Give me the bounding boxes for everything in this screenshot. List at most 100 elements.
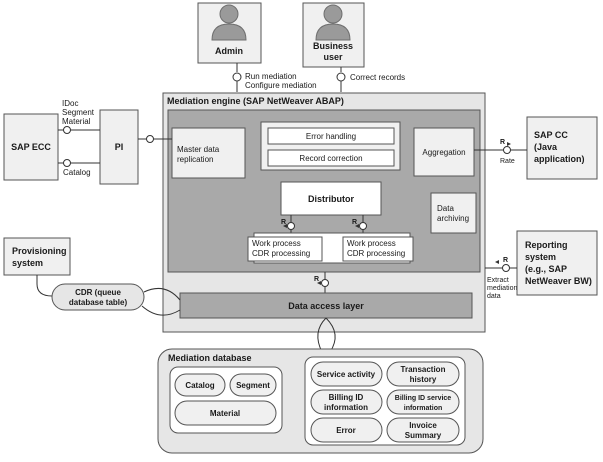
error-table-label: Error (336, 426, 356, 435)
extract-interface (502, 264, 510, 272)
catalog-interface-label: Catalog (63, 168, 91, 177)
cdr-dal-link-top (143, 287, 181, 301)
aggregation-box (413, 127, 475, 177)
idoc-label-line1: IDoc (62, 99, 78, 108)
master-data-replication-box (171, 127, 246, 179)
segment-table (229, 373, 277, 397)
billing-service-line2: information (404, 405, 443, 412)
work-process-1-line2: CDR processing (252, 249, 310, 258)
run-mediation-label: Run mediation (245, 72, 297, 81)
distributor-label: Distributor (308, 194, 354, 204)
distributor-interface-left (287, 222, 295, 230)
idoc-label-line3: Material (62, 117, 91, 126)
billing-id-table (310, 389, 383, 415)
work-process-2-line2: CDR processing (347, 249, 405, 258)
cdr-label-line1: CDR (queue (75, 288, 121, 297)
work-process-box-1 (247, 236, 323, 262)
person-icon (211, 4, 247, 41)
sap-ecc-box (3, 113, 59, 181)
reporting-label-line2: system (525, 252, 556, 262)
r-label-right: R (352, 219, 357, 226)
transaction-history-line2: history (410, 375, 437, 384)
catalog-interface (63, 159, 71, 167)
r-label-dal: R (314, 276, 319, 283)
reporting-system-box (516, 230, 598, 296)
data-access-layer-label: Data access layer (288, 301, 364, 311)
data-archiving-label-line2: archiving (437, 214, 469, 223)
run-mediation-interface (232, 72, 242, 82)
provisioning-label-line2: system (12, 258, 43, 268)
segment-table-label: Segment (236, 381, 270, 390)
extract-label-line1: Extract (487, 277, 509, 284)
admin-actor: Admin (197, 2, 262, 64)
business-user-label-line2: user (323, 52, 343, 62)
correct-records-interface (336, 72, 346, 82)
sap-cc-label-line1: SAP CC (534, 130, 568, 140)
invoice-summary-table (386, 417, 460, 443)
billing-id-line2: information (324, 403, 368, 412)
service-activity-table (310, 361, 383, 387)
pi-box (99, 109, 139, 185)
reporting-label-line3: (e.g., SAP (525, 264, 567, 274)
work-process-2-line1: Work process (347, 239, 396, 248)
pi-master-interface (146, 135, 154, 143)
transaction-history-line1: Transaction (401, 365, 446, 374)
service-activity-label: Service activity (317, 370, 376, 379)
data-archiving-box (430, 192, 477, 234)
extract-label-line2: mediation (487, 285, 517, 292)
catalog-table (174, 373, 226, 397)
sap-cc-box (526, 116, 598, 180)
invoice-summary-line2: Summary (405, 431, 442, 440)
sap-cc-label-line3: application) (534, 154, 585, 164)
distributor-interface-right (359, 222, 367, 230)
provisioning-label-line1: Provisioning (12, 246, 67, 256)
correct-records-label: Correct records (350, 73, 405, 82)
aggregation-label: Aggregation (422, 148, 465, 157)
mediation-database-title: Mediation database (168, 353, 252, 363)
error-handling-label: Error handling (306, 132, 356, 141)
rate-interface (503, 146, 511, 154)
billing-id-line1: Billing ID (329, 393, 364, 402)
invoice-summary-line1: Invoice (409, 421, 437, 430)
cdr-dal-link-bottom (141, 305, 181, 316)
material-table-label: Material (210, 409, 240, 418)
transaction-history-table (386, 361, 460, 387)
rate-label: Rate (500, 158, 515, 165)
person-icon (315, 4, 351, 41)
reporting-label-line4: NetWeaver BW) (525, 276, 592, 286)
catalog-table-label: Catalog (185, 381, 214, 390)
extract-label-line3: data (487, 293, 501, 300)
data-access-layer-box (179, 292, 473, 319)
provisioning-system-box (3, 237, 71, 276)
pi-label: PI (115, 142, 124, 152)
error-table (310, 417, 383, 443)
idoc-interface (63, 126, 71, 134)
cdr-label-line2: database table) (69, 298, 128, 307)
r-label-extract: R (503, 257, 508, 264)
configure-mediation-label: Configure mediation (245, 81, 317, 90)
reporting-label-line1: Reporting (525, 240, 568, 250)
sap-ecc-label: SAP ECC (11, 142, 51, 152)
sap-cc-label-line2: (Java (534, 142, 558, 152)
billing-id-service-table (386, 389, 460, 415)
distributor-box (280, 181, 382, 216)
mediation-engine-title: Mediation engine (SAP NetWeaver ABAP) (167, 96, 344, 106)
admin-label: Admin (215, 46, 243, 56)
r-label-rate: R (500, 139, 505, 146)
business-user-actor: Business user (302, 2, 365, 68)
work-process-box-2 (342, 236, 414, 262)
data-access-interface (321, 279, 329, 287)
error-handling-box (267, 127, 395, 145)
record-correction-label: Record correction (299, 154, 362, 163)
business-user-label-line1: Business (313, 41, 353, 51)
cdr-queue-box (51, 283, 145, 311)
r-label-left: R (281, 219, 286, 226)
idoc-label-line2: Segment (62, 108, 95, 117)
material-table (174, 400, 277, 426)
billing-service-line1: Billing ID service (395, 395, 452, 402)
master-data-label-line1: Master data (177, 145, 220, 154)
data-archiving-label-line1: Data (437, 204, 454, 213)
work-process-1-line1: Work process (252, 239, 301, 248)
